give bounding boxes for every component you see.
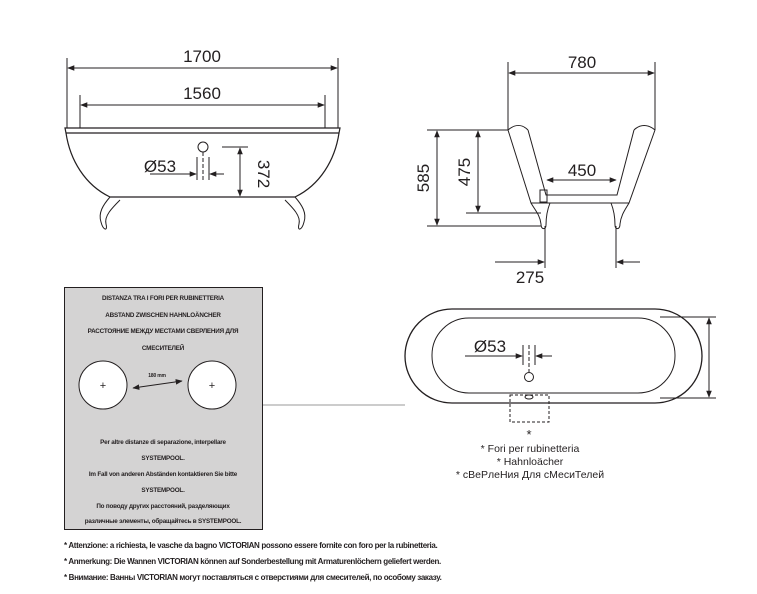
top-hole-circle xyxy=(524,372,534,382)
side-hole-circle xyxy=(197,141,209,153)
dim-label-1560: 1560 xyxy=(183,84,221,103)
end-view xyxy=(427,62,656,268)
info-text-ru-1: По поводу других расстояний, разделяющих xyxy=(96,502,230,510)
dim-label-475: 475 xyxy=(455,158,474,186)
end-rim-left xyxy=(507,125,529,131)
end-foot-right xyxy=(610,202,630,230)
optional-holes-box xyxy=(509,394,550,423)
spacing-arrow xyxy=(132,379,183,390)
info-box-content: DISTANZA TRA I FORI PER RUBINETTERIA ABS… xyxy=(78,295,242,525)
plus-icon: + xyxy=(100,380,106,392)
info-text-de-2: SYSTEMPOOL. xyxy=(141,487,185,494)
end-wall-outer xyxy=(507,129,656,204)
top-view xyxy=(263,308,716,423)
info-heading-it: DISTANZA TRA I FORI PER RUBINETTERIA xyxy=(102,295,225,302)
dim-label-780: 780 xyxy=(568,53,596,72)
info-heading-ru-1: РАССТОЯНИЕ МЕЖДУ МЕСТАМИ СВЕРЛЕНИЯ ДЛЯ xyxy=(88,328,239,335)
footnote-de: * Anmerkung: Die Wannen VICTORIAN können… xyxy=(64,557,441,566)
footnote-it: * Attenzione: a richiesta, le vasche da … xyxy=(64,541,438,550)
dim-label-275: 275 xyxy=(516,268,544,287)
faucet-hole-left xyxy=(78,360,128,410)
end-wall-inner xyxy=(527,129,635,196)
dim-label-372: 372 xyxy=(254,160,273,188)
info-text-it-1: Per altre distanze di separazione, inter… xyxy=(100,439,226,446)
tub-foot-right xyxy=(284,196,306,230)
info-text-de-1: Im Fall von anderen Abständen kontaktier… xyxy=(89,471,238,478)
top-hole-marker: * xyxy=(526,427,531,442)
info-heading-ru-2: СМЕСИТЕЛЕЙ xyxy=(142,343,185,352)
dim-label-450: 450 xyxy=(568,161,596,180)
info-text-it-2: SYSTEMPOOL. xyxy=(141,455,185,462)
faucet-hole-right xyxy=(187,360,237,410)
end-rim-right xyxy=(633,125,656,131)
info-heading-de: ABSTAND ZWISCHEN HAHNLOÄNCHER xyxy=(105,311,221,319)
legend-line-de: * Hahnloächer xyxy=(496,456,564,468)
spacing-label: 180 mm xyxy=(148,373,166,379)
legend-line-ru: * сВеРлеНия Для сМесиТелей xyxy=(455,469,605,481)
dim-label-top-hole: Ø53 xyxy=(474,337,506,356)
tub-rim xyxy=(64,127,341,134)
end-foot-left xyxy=(530,202,551,230)
tub-foot-left xyxy=(99,196,121,230)
info-text-ru-2: различные элементы, обращайтесь в SYSTEM… xyxy=(85,517,242,525)
dim-label-1700: 1700 xyxy=(183,47,221,66)
dim-label-side-hole: Ø53 xyxy=(144,157,176,176)
side-view xyxy=(64,58,341,230)
plus-icon: + xyxy=(209,380,215,392)
top-outer-outline xyxy=(404,308,703,404)
top-inner-outline xyxy=(431,317,676,394)
info-box: DISTANZA TRA I FORI PER RUBINETTERIA ABS… xyxy=(64,287,263,530)
legend-line-it: * Fori per rubinetteria xyxy=(480,443,580,455)
dim-label-585: 585 xyxy=(414,164,433,192)
tub-body xyxy=(65,132,340,198)
footnote-ru: * Внимание: Ванны VICTORIAN могут постав… xyxy=(64,573,442,582)
